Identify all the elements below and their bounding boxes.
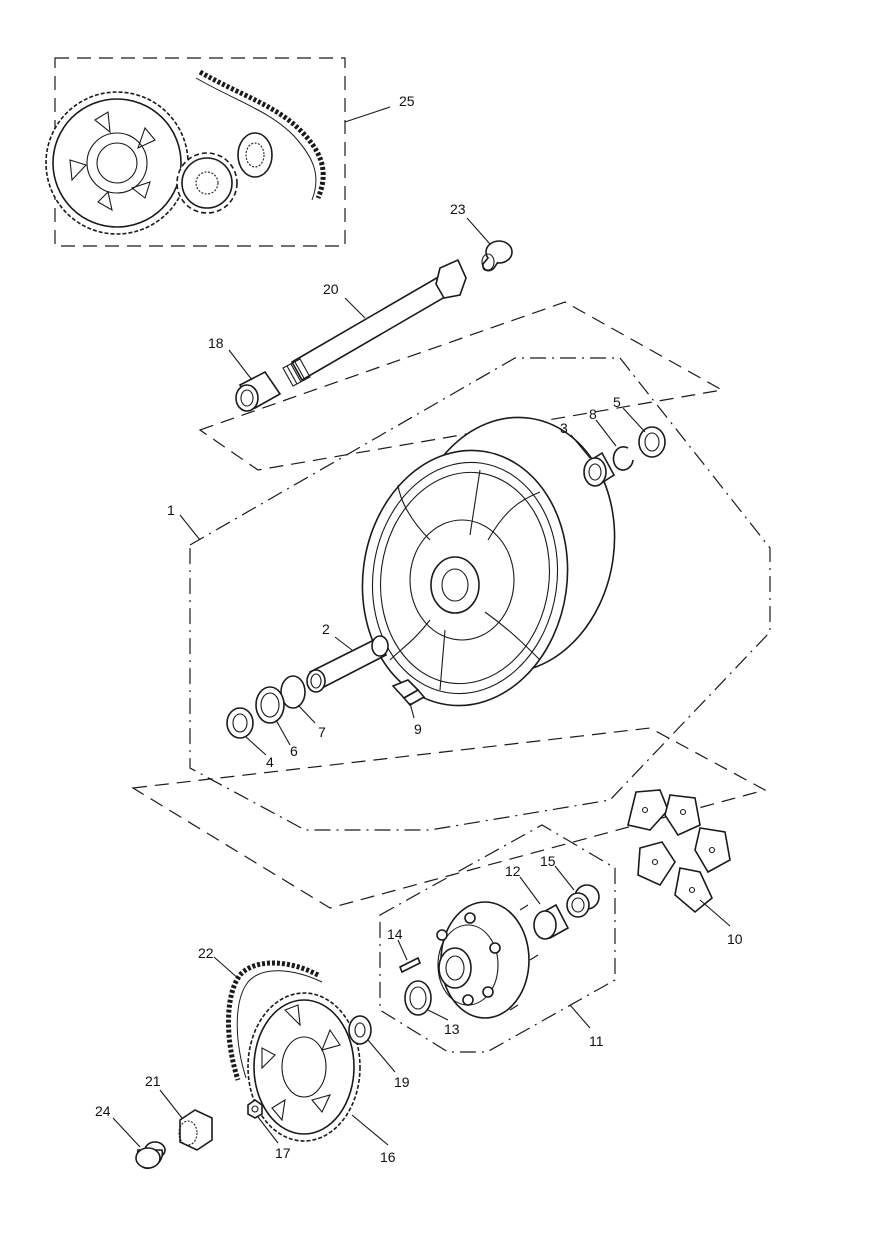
seal-13-icon [404,980,432,1016]
label-6: 6 [290,743,298,759]
circlip-8-icon [612,446,634,471]
label-16: 16 [380,1149,396,1165]
wheel-assembly-boundary-1 [189,357,771,831]
chain-22-icon [226,960,323,1081]
label-25: 25 [399,93,415,109]
label-9: 9 [414,721,422,737]
stud-14-icon [398,956,422,974]
kit-chain-icon [195,69,326,201]
sprocket-carrier-boundary-11 [379,824,616,1053]
label-23: 23 [450,201,466,217]
kit-lock-washer-icon [237,132,273,178]
spacer-12-icon [533,903,570,940]
axle-group-boundary [198,301,724,471]
seal-6-icon [255,686,285,724]
label-10: 10 [727,931,743,947]
bearing-4-icon [226,707,254,739]
label-1: 1 [167,502,175,518]
bearing-5-icon [638,426,666,458]
label-21: 21 [145,1073,161,1089]
bearing-19-icon [348,1015,372,1045]
nut-17-icon [247,1099,263,1119]
label-20: 20 [323,281,339,297]
label-22: 22 [198,945,214,961]
spacer-3-icon [583,451,616,487]
label-14: 14 [387,926,403,942]
spacer-18-icon [235,370,282,412]
kit-front-sprocket-icon [176,152,238,214]
label-13: 13 [444,1021,460,1037]
label-2: 2 [322,621,330,637]
axle-nut-21-icon [178,1109,213,1151]
label-12: 12 [505,863,521,879]
label-17: 17 [275,1145,291,1161]
o-ring-7-icon [280,675,306,709]
wheel-1-icon [361,416,616,707]
label-3: 3 [560,420,568,436]
cush-rubbers-10-icon [627,789,731,914]
label-18: 18 [208,335,224,351]
axle-20-icon [282,258,467,387]
spacer-tube-2-icon [306,635,389,693]
valve-9-icon [391,679,426,707]
label-4: 4 [266,754,274,770]
label-8: 8 [589,406,597,422]
leader-lines [112,106,731,1148]
label-5: 5 [613,394,621,410]
label-15: 15 [540,853,556,869]
cush-group-boundary [131,727,767,909]
label-11: 11 [589,1033,604,1049]
spacer-23-icon [481,240,513,272]
label-7: 7 [318,724,326,740]
label-19: 19 [394,1074,410,1090]
label-24: 24 [95,1103,111,1119]
kit-rear-sprocket-icon [45,91,189,235]
bearing-15-icon [566,884,600,918]
sprocket-carrier-11-icon [436,901,539,1019]
rear-sprocket-16-icon [247,992,361,1142]
cap-24-icon [135,1141,166,1170]
